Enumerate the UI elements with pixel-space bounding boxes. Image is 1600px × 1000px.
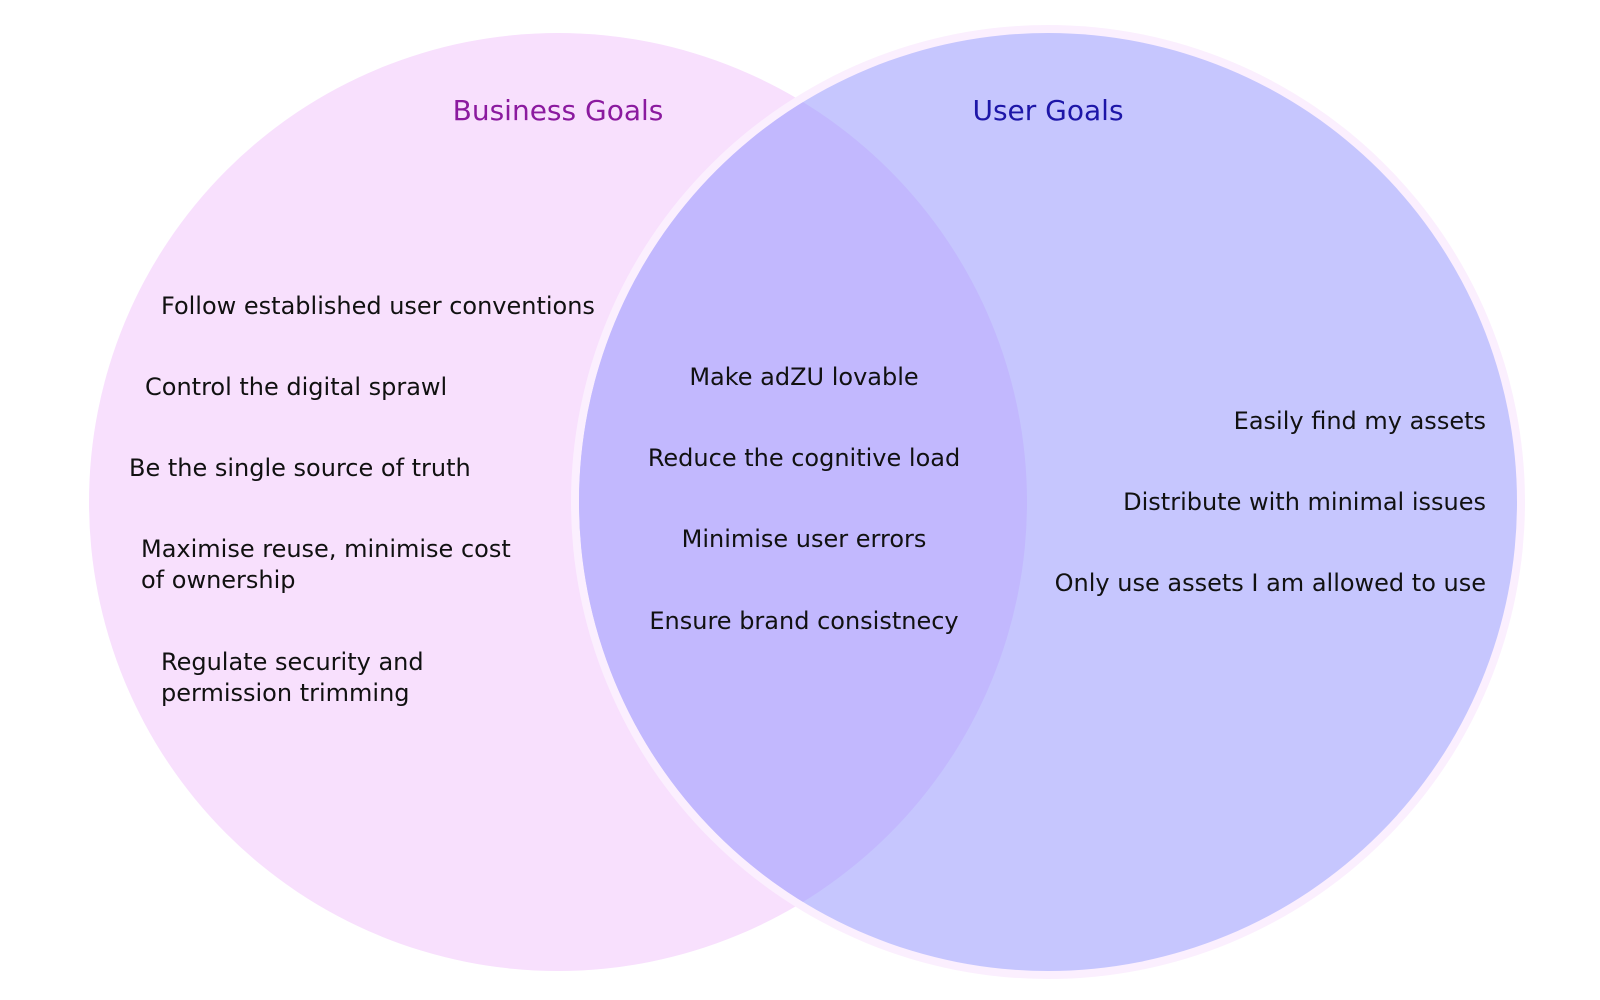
business-goals-title: Business Goals [452,94,664,127]
shared-goal-item: Make adZU lovable [689,363,919,391]
user-goal-item: Distribute with minimal issues [1123,488,1486,516]
shared-goal-item: Ensure brand consistnecy [649,607,959,635]
shared-goal-item: Minimise user errors [681,525,927,553]
user-goal-item: Only use assets I am allowed to use [1054,569,1486,597]
business-goal-item: Regulate security and [161,648,424,676]
business-goal-item: Maximise reuse, minimise cost [141,535,511,563]
business-goal-item-continued: permission trimming [161,679,410,707]
business-goal-item: Be the single source of truth [129,454,471,482]
business-goal-item: Follow established user conventions [161,292,595,320]
user-goals-title: User Goals [972,94,1124,127]
user-goal-item: Easily find my assets [1233,407,1486,435]
shared-goal-item: Reduce the cognitive load [647,444,961,472]
business-goal-item-continued: of ownership [141,566,296,594]
business-goal-item: Control the digital sprawl [145,373,448,401]
overlap-region [579,33,1027,971]
